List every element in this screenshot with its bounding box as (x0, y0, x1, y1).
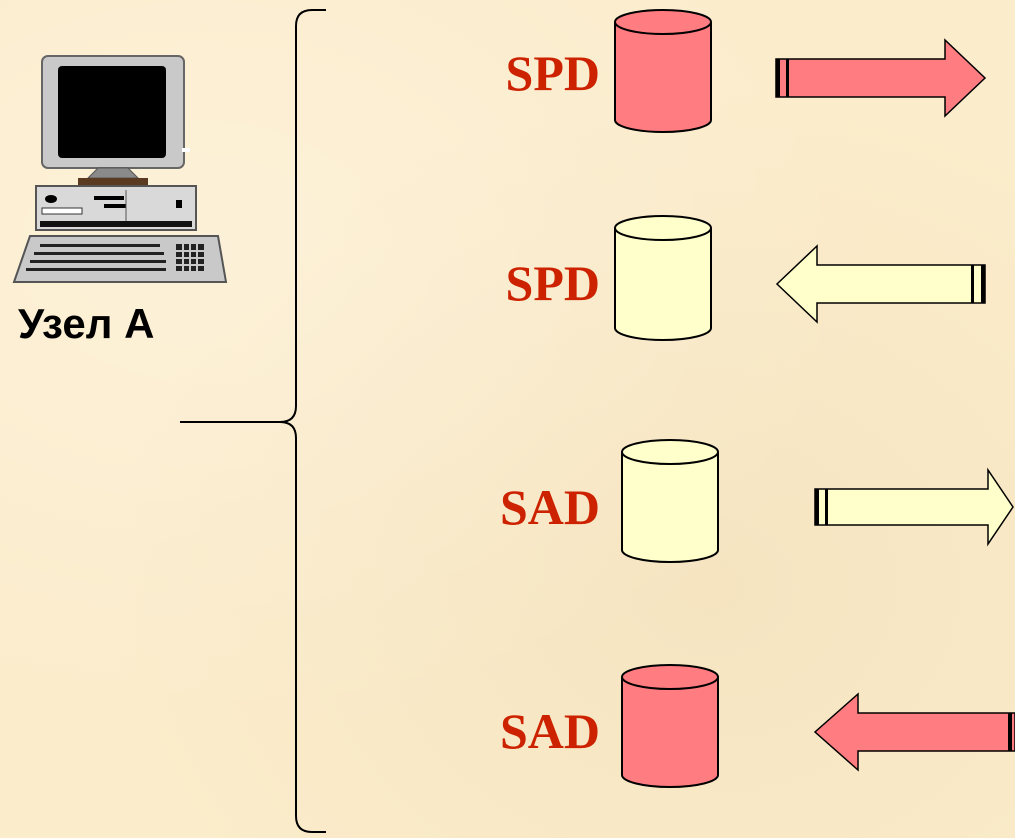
cylinder-1 (614, 9, 712, 133)
arrow-left-4 (813, 692, 1015, 772)
arrow-right-3 (814, 467, 1014, 547)
row-label-2: SPD (505, 255, 600, 311)
row-label-4: SAD (499, 703, 600, 759)
computer-icon (12, 55, 228, 283)
row-label-1: SPD (505, 45, 600, 101)
node-label: Узел А (18, 300, 155, 347)
cylinder-4 (621, 664, 719, 788)
row-label-3: SAD (499, 479, 600, 535)
cylinder-3 (621, 439, 719, 563)
arrow-right-1 (775, 38, 987, 118)
curly-brace (180, 9, 326, 833)
arrow-left-2 (775, 244, 986, 324)
cylinder-2 (614, 215, 712, 341)
